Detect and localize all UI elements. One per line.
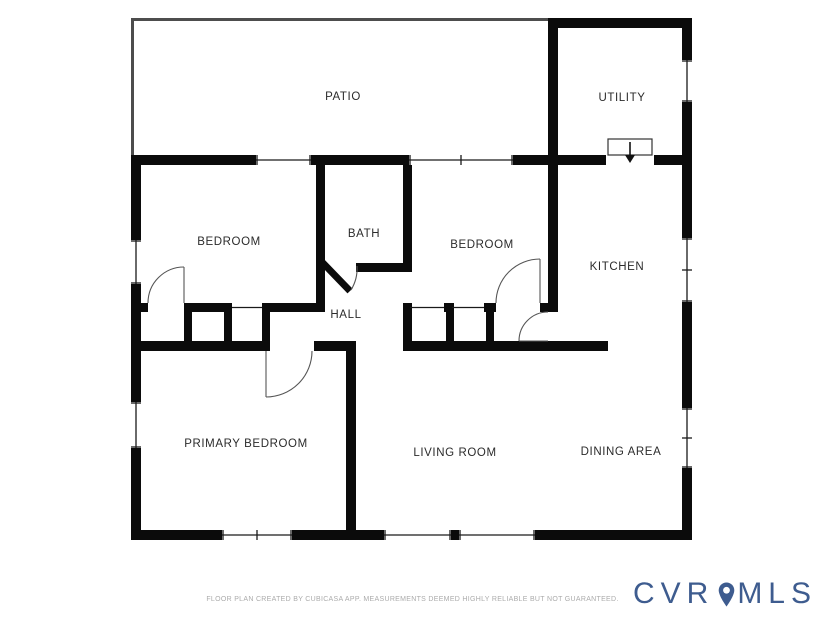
room-label-primary-bedroom: PRIMARY BEDROOM [184, 438, 308, 450]
footer-disclaimer: FLOOR PLAN CREATED BY CUBICASA APP. MEAS… [206, 596, 619, 603]
doors [147, 138, 654, 398]
entry-arrow-icon [625, 142, 635, 163]
room-label-utility: UTILITY [598, 92, 645, 104]
windows [131, 60, 692, 540]
map-pin-icon [719, 581, 735, 607]
room-labels: PATIO UTILITY BEDROOM BATH BEDROOM KITCH… [184, 91, 661, 459]
room-label-dining-area: DINING AREA [581, 446, 662, 458]
room-label-bath: BATH [348, 228, 380, 240]
room-label-kitchen: KITCHEN [590, 261, 645, 273]
room-label-bedroom-right: BEDROOM [450, 239, 514, 251]
room-label-patio: PATIO [325, 91, 361, 103]
interior-walls [131, 165, 608, 540]
logo-letters-left: CVR [632, 577, 715, 610]
room-label-living-room: LIVING ROOM [413, 447, 496, 459]
room-label-bedroom-left: BEDROOM [197, 236, 261, 248]
cvrmls-logo: CVR MLS [633, 577, 817, 611]
logo-letters-right: MLS [737, 577, 817, 610]
room-label-hall: HALL [330, 309, 361, 321]
patio-walls [131, 18, 559, 158]
